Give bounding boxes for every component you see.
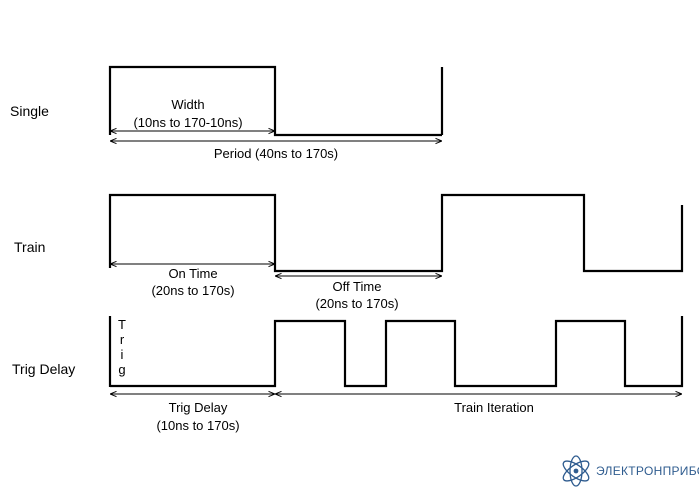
row-label-trig-delay: Trig Delay [12,361,75,377]
trig-delay-range-label: (10ns to 170s) [156,418,239,433]
width-label: Width [171,97,204,112]
single-pulse-waveform [108,65,444,137]
on-time-label: On Time [168,266,217,281]
logo-text: ЭЛЕКТРОНПРИБОР [596,464,699,478]
train-iteration-label: Train Iteration [454,400,534,415]
atom-logo-icon [562,455,590,487]
trig-letter-r: r [120,332,125,347]
trig-letter-i: i [121,347,124,362]
period-label: Period (40ns to 170s) [214,146,338,161]
row-label-single: Single [10,103,49,119]
on-time-range-label: (20ns to 170s) [151,283,234,298]
off-time-range-label: (20ns to 170s) [315,296,398,311]
row-label-train: Train [14,239,45,255]
off-time-label: Off Time [333,279,382,294]
train-waveform [108,193,684,273]
width-range-label: (10ns to 170-10ns) [133,115,242,130]
trig-letter-t: T [118,317,126,332]
trig-delay-label: Trig Delay [169,400,228,415]
trig-delay-waveform [110,316,684,388]
trig-letter-g: g [118,362,125,377]
